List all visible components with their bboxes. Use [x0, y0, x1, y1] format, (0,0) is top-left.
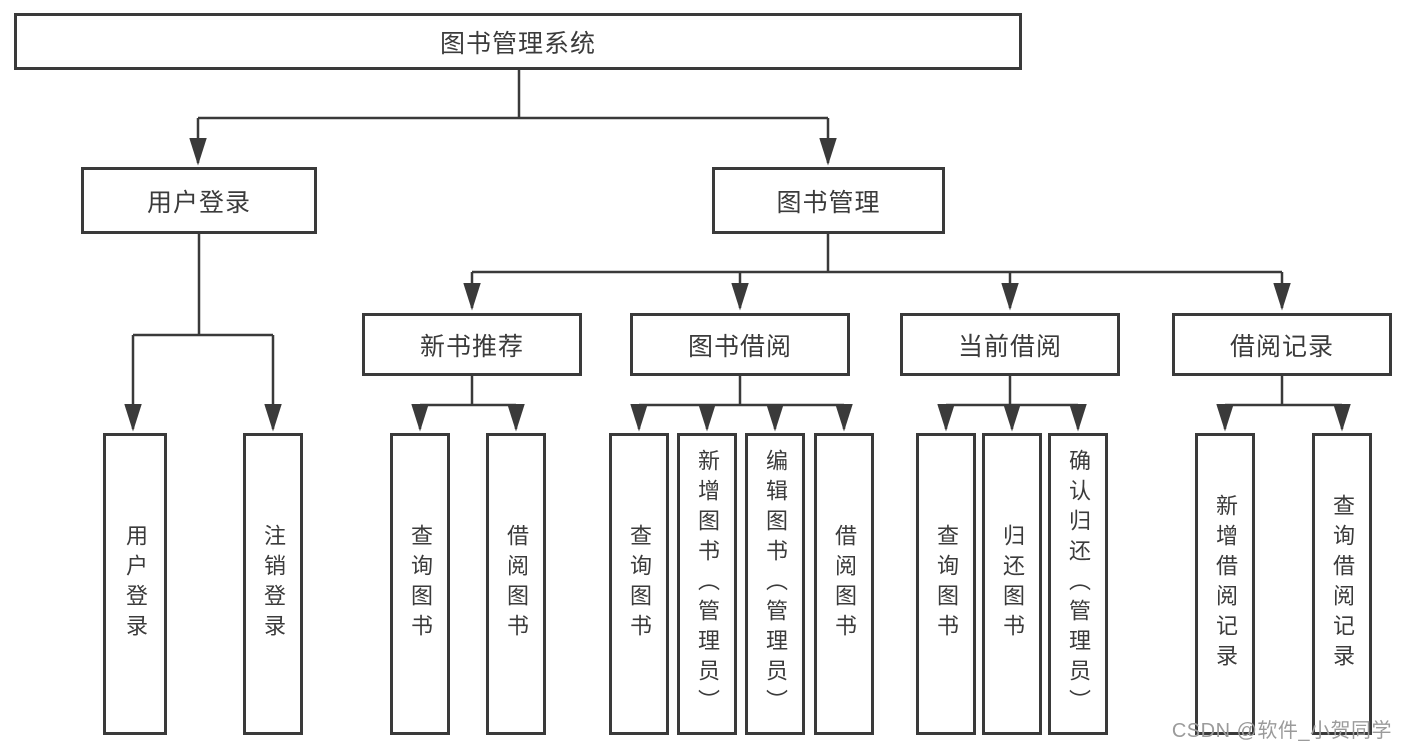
leaf-borrow-books-1: 借阅图书	[486, 433, 546, 735]
node-label: 确认归还（管理员）	[1066, 449, 1091, 719]
node-label: 借阅记录	[1229, 332, 1334, 361]
node-book-management: 图书管理	[712, 167, 945, 234]
node-user-login: 用户登录	[81, 167, 317, 234]
leaf-query-books-1: 查询图书	[390, 433, 450, 735]
node-label: 借阅图书	[504, 524, 529, 644]
node-label: 归还图书	[1000, 524, 1025, 644]
leaf-confirm-return-admin: 确认归还（管理员）	[1048, 433, 1108, 735]
leaf-query-borrow-record: 查询借阅记录	[1312, 433, 1372, 735]
node-new-book-recommend: 新书推荐	[362, 313, 582, 376]
leaf-edit-books-admin: 编辑图书（管理员）	[745, 433, 805, 735]
leaf-logout: 注销登录	[243, 433, 303, 735]
node-label: 借阅图书	[832, 524, 857, 644]
node-label: 用户登录	[123, 524, 148, 644]
node-label: 新增图书（管理员）	[695, 449, 720, 719]
node-label: 查询图书	[934, 524, 959, 644]
node-label: 用户登录	[146, 188, 251, 217]
leaf-query-books-3: 查询图书	[916, 433, 976, 735]
leaf-query-books-2: 查询图书	[609, 433, 669, 735]
node-borrowing-records: 借阅记录	[1172, 313, 1392, 376]
leaf-user-login: 用户登录	[103, 433, 167, 735]
node-label: 查询图书	[408, 524, 433, 644]
csdn-watermark: CSDN @软件_小贺同学	[1171, 720, 1392, 742]
node-label: 图书借阅	[687, 332, 792, 361]
leaf-return-books: 归还图书	[982, 433, 1042, 735]
leaf-borrow-books-2: 借阅图书	[814, 433, 874, 735]
leaf-add-borrow-record: 新增借阅记录	[1195, 433, 1255, 735]
node-label: 图书管理	[776, 188, 881, 217]
node-label: 注销登录	[261, 524, 286, 644]
node-label: 图书管理系统	[439, 29, 596, 58]
node-label: 当前借阅	[957, 332, 1062, 361]
node-label: 查询图书	[627, 524, 652, 644]
node-label: 查询借阅记录	[1330, 494, 1355, 674]
node-book-borrowing: 图书借阅	[630, 313, 850, 376]
leaf-add-books-admin: 新增图书（管理员）	[677, 433, 737, 735]
node-label: 新书推荐	[419, 332, 524, 361]
node-current-borrowing: 当前借阅	[900, 313, 1120, 376]
node-label: 新增借阅记录	[1213, 494, 1238, 674]
node-root-library-system: 图书管理系统	[14, 13, 1022, 70]
node-label: 编辑图书（管理员）	[763, 449, 788, 719]
